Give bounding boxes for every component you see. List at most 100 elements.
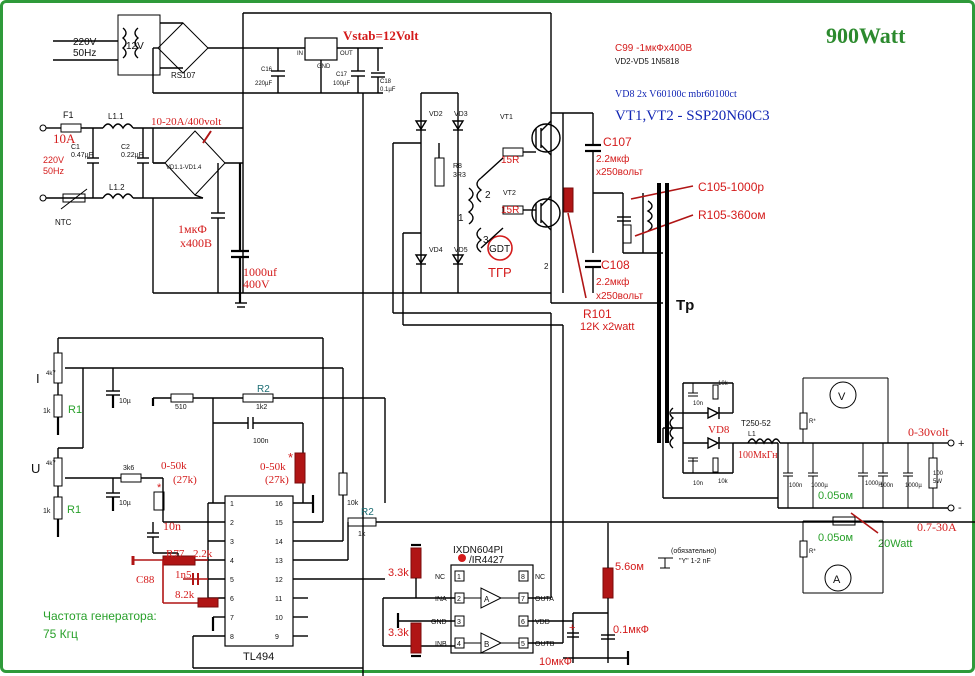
r56-label: 5.6ом bbox=[615, 561, 644, 573]
c99-cap-voltage: x400B bbox=[180, 236, 212, 250]
tl-pin-15: 15 bbox=[275, 520, 283, 527]
r101-value: 12K x2watt bbox=[580, 321, 634, 333]
out-c1000-b: 1000µ bbox=[865, 481, 882, 487]
vstab-label: Vstab=12Volt bbox=[343, 28, 419, 43]
ixdn-label-2: /IR4427 bbox=[469, 555, 504, 566]
out-c1000-c: 1000µ bbox=[905, 483, 922, 489]
vd14-label: VD1.1-VD1.4 bbox=[166, 165, 202, 171]
note-vd2-vd5: VD2-VD5 1N5818 bbox=[615, 57, 680, 66]
r105-label: R105-360ом bbox=[698, 208, 766, 222]
vd2-label: VD2 bbox=[429, 111, 443, 118]
current-input-label: I bbox=[36, 371, 40, 386]
tl-pin-8: 8 bbox=[230, 634, 234, 641]
vt2-label: VT2 bbox=[503, 190, 516, 197]
r3k6-label: 3k6 bbox=[123, 465, 134, 472]
bulk-cap-value: 1000uf bbox=[243, 265, 277, 279]
r56-resistor bbox=[602, 567, 614, 599]
ix-pin-5: 5 bbox=[521, 641, 525, 648]
r15-a-label: 15R bbox=[501, 155, 519, 166]
c01-label: 0.1мкФ bbox=[613, 624, 649, 636]
ammeter bbox=[824, 564, 852, 592]
c108-label: C108 bbox=[601, 258, 630, 272]
out-c1000-a: 1000µ bbox=[811, 483, 828, 489]
output-section: 10n 10k 10n 10k VD8 T250-52 L1 100МкГн 1… bbox=[662, 377, 964, 594]
svg-text:*: * bbox=[288, 450, 293, 465]
r1-u-value: 1k bbox=[43, 508, 51, 515]
reg-in: IN bbox=[297, 51, 303, 57]
mosfets: VT1 VT2 bbox=[500, 114, 561, 231]
l1-label: L1 bbox=[748, 431, 756, 438]
note-vt: VT1,VT2 - SSP20N60C3 bbox=[615, 108, 770, 124]
tl-pin-4: 4 bbox=[230, 558, 234, 565]
ix-nc2: NC bbox=[535, 574, 545, 581]
ix-ina: INA bbox=[435, 596, 447, 603]
r2-a-label: R2 bbox=[257, 384, 270, 395]
c10u-u-label: 10µ bbox=[119, 500, 131, 507]
control-inputs: I U 4k7 1k R1 10µ 4k7 1k R1 10µ 3k6 bbox=[31, 337, 386, 537]
vd3-label: VD3 bbox=[454, 111, 468, 118]
ix-pin-4: 4 bbox=[457, 641, 461, 648]
r-8k2-resistor bbox=[197, 597, 219, 608]
tl-pin-10: 10 bbox=[275, 615, 283, 622]
shunt-power: 20Watt bbox=[878, 538, 912, 550]
ix-gnd: GND bbox=[431, 619, 447, 626]
c107-voltage: x250вольт bbox=[596, 167, 643, 178]
rstar-2: R* bbox=[809, 549, 816, 555]
tl-pin-2: 2 bbox=[230, 520, 234, 527]
pot-27k-a: (27k) bbox=[173, 474, 197, 486]
c16-value: 220µF bbox=[255, 81, 272, 87]
gdt-winding-1: 1 bbox=[458, 213, 464, 224]
c18-label: C18 bbox=[380, 79, 392, 85]
c100n-label: 100n bbox=[253, 438, 269, 445]
out-plus: + bbox=[958, 438, 964, 450]
mains-label-2: 220V bbox=[43, 155, 64, 165]
reg-out: OUT bbox=[340, 51, 353, 57]
tl-pin-16: 16 bbox=[275, 501, 283, 508]
gate-driver-ic-section: IXDN604PI /IR4427 1 2 3 4 8 7 6 5 NC INA… bbox=[382, 142, 716, 668]
aux-transformer-section: 220V 50Hz 12V RS107 bbox=[53, 14, 243, 94]
c18-value: 0.1µF bbox=[380, 87, 396, 93]
node-2-label: 2 bbox=[544, 262, 549, 271]
freq-value: 75 Кгц bbox=[43, 627, 78, 641]
tl-pin-14: 14 bbox=[275, 539, 283, 546]
fuse-value: 10A bbox=[53, 131, 76, 146]
tl494-section: TL494 1 2 3 4 5 6 7 8 16 15 14 13 12 11 … bbox=[43, 338, 975, 669]
load-r-watt: 5W bbox=[933, 479, 942, 485]
r2-b-value: 1k bbox=[358, 531, 366, 538]
tl494-label: TL494 bbox=[243, 651, 274, 663]
voltage-input-label: U bbox=[31, 461, 40, 476]
trafo-12v-label: 12V bbox=[126, 41, 144, 52]
tl-pin-7: 7 bbox=[230, 615, 234, 622]
r1-i-value: 1k bbox=[43, 408, 51, 415]
buffer-b: B bbox=[484, 640, 489, 649]
half-bridge-section: C107 2.2мкф x250вольт C108 2.2мкф x250во… bbox=[551, 112, 766, 443]
c108-voltage: x250вольт bbox=[596, 291, 643, 302]
tl-pin-12: 12 bbox=[275, 577, 283, 584]
ix-outb: OUTB bbox=[535, 641, 555, 648]
pot-27k-b: (27k) bbox=[265, 474, 289, 486]
r1-u-label: R1 bbox=[67, 504, 81, 516]
c2-label: C2 bbox=[121, 144, 130, 151]
schematic: 220V 50Hz 12V RS107 IN OUT GND C16 220µF… bbox=[31, 12, 975, 676]
c10u-i-label: 10µ bbox=[119, 398, 131, 405]
mains-hz-1: 50Hz bbox=[73, 48, 96, 59]
pot-50k-a: 0-50k bbox=[161, 460, 187, 472]
r8-label: R8 bbox=[453, 163, 462, 170]
r33-b-resistor bbox=[410, 622, 422, 654]
out-minus: - bbox=[958, 502, 962, 514]
c107-value: 2.2мкф bbox=[596, 153, 629, 165]
gdt-winding-3: 3 bbox=[483, 235, 489, 246]
r77-label: R77 bbox=[166, 548, 185, 560]
mains-label-1: 220V bbox=[73, 37, 97, 48]
ix-nc1: NC bbox=[435, 574, 445, 581]
r-8k2-value: 8.2k bbox=[175, 589, 195, 601]
snub-r-b: 10k bbox=[718, 479, 729, 485]
ix-pin-2: 2 bbox=[457, 596, 461, 603]
vd8-label: VD8 bbox=[708, 424, 730, 436]
ix-pin-8: 8 bbox=[521, 574, 525, 581]
ammeter-label: A bbox=[833, 574, 841, 586]
c1-label: C1 bbox=[71, 144, 80, 151]
tl-pin-13: 13 bbox=[275, 558, 283, 565]
tl-pin-1: 1 bbox=[230, 501, 234, 508]
